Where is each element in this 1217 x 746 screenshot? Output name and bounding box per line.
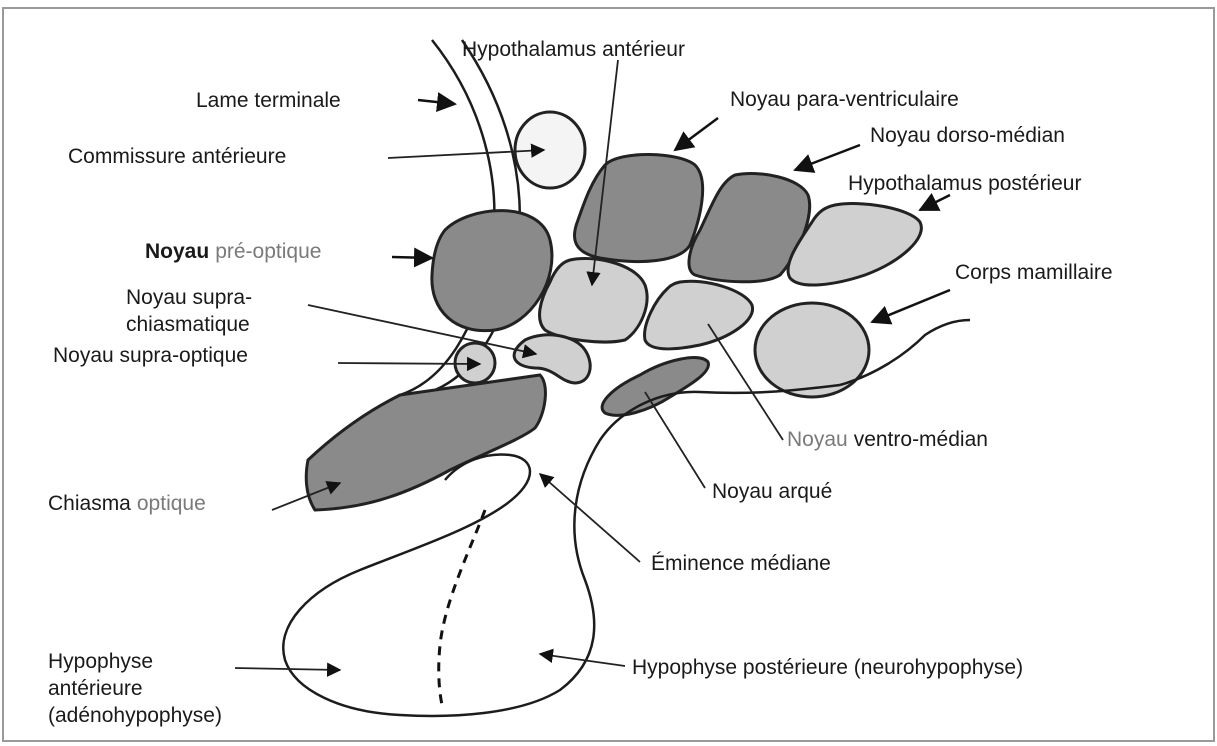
label-noyau-pre-optique: Noyau pré-optique [145,240,321,263]
label-hypophyse-anterieure-3: (adénohypophyse) [48,704,222,727]
chiasma-optique-shape [306,375,545,510]
label-chiasma-optique: Chiasma optique [48,492,206,515]
label-lame-terminale: Lame terminale [196,89,341,112]
label-noyau-arque: Noyau arqué [712,480,832,503]
pointer-corps-mamillaire [872,290,950,322]
label-noyau-dorso-median: Noyau dorso-médian [870,124,1065,147]
noyau-arque-shape [602,358,708,416]
label-noyau-supra-chiasmatique-2: chiasmatique [126,313,250,336]
label-commissure-anterieure: Commissure antérieure [68,145,286,168]
label-noyau-pre-optique-a: Noyau [145,240,209,263]
label-noyau-ventro-median-b: ventro-médian [854,428,988,451]
label-noyau-ventro-median: Noyau ventro-médian [787,428,988,451]
label-corps-mamillaire: Corps mamillaire [955,261,1113,284]
pointer-noyau-para-ventriculaire [675,118,718,150]
label-noyau-supra-optique: Noyau supra-optique [53,344,248,367]
commissure-anterieure-shape [515,112,585,188]
pointer-hypophyse-anterieure [235,668,340,670]
label-chiasma-optique-b: optique [137,492,206,515]
pointer-hypothalamus-posterieur [920,195,950,210]
pointer-eminence-mediane [540,474,640,562]
label-chiasma-optique-a: Chiasma [48,492,131,515]
label-hypothalamus-anterieur: Hypothalamus antérieur [462,38,685,61]
frame-border [3,8,1214,741]
label-noyau-pre-optique-b: pré-optique [215,240,321,263]
label-eminence-mediane: Éminence médiane [651,552,831,575]
label-noyau-supra-chiasmatique-1: Noyau supra- [126,286,252,309]
pointer-noyau-arque [645,392,705,488]
noyau-para-ventriculaire-shape [574,154,702,261]
pointer-lame-terminale [418,100,455,104]
pointer-noyau-pre-optique [392,257,432,258]
corps-mamillaire-shape [755,303,869,397]
noyau-ventro-median-shape [645,281,753,349]
label-hypophyse-anterieure-1: Hypophyse [48,650,153,673]
label-hypophyse-anterieure-2: antérieure [48,677,143,700]
pointer-noyau-supra-optique [338,363,480,364]
label-hypothalamus-posterieur: Hypothalamus postérieur [848,172,1081,195]
hypophyse-dashed-boundary [439,510,485,705]
label-noyau-para-ventriculaire: Noyau para-ventriculaire [730,88,959,111]
pointer-noyau-dorso-median [795,145,860,170]
label-noyau-ventro-median-a: Noyau [787,428,848,451]
label-hypophyse-posterieure: Hypophyse postérieure (neurohypophyse) [632,656,1023,679]
noyau-pre-optique-shape [432,211,552,331]
